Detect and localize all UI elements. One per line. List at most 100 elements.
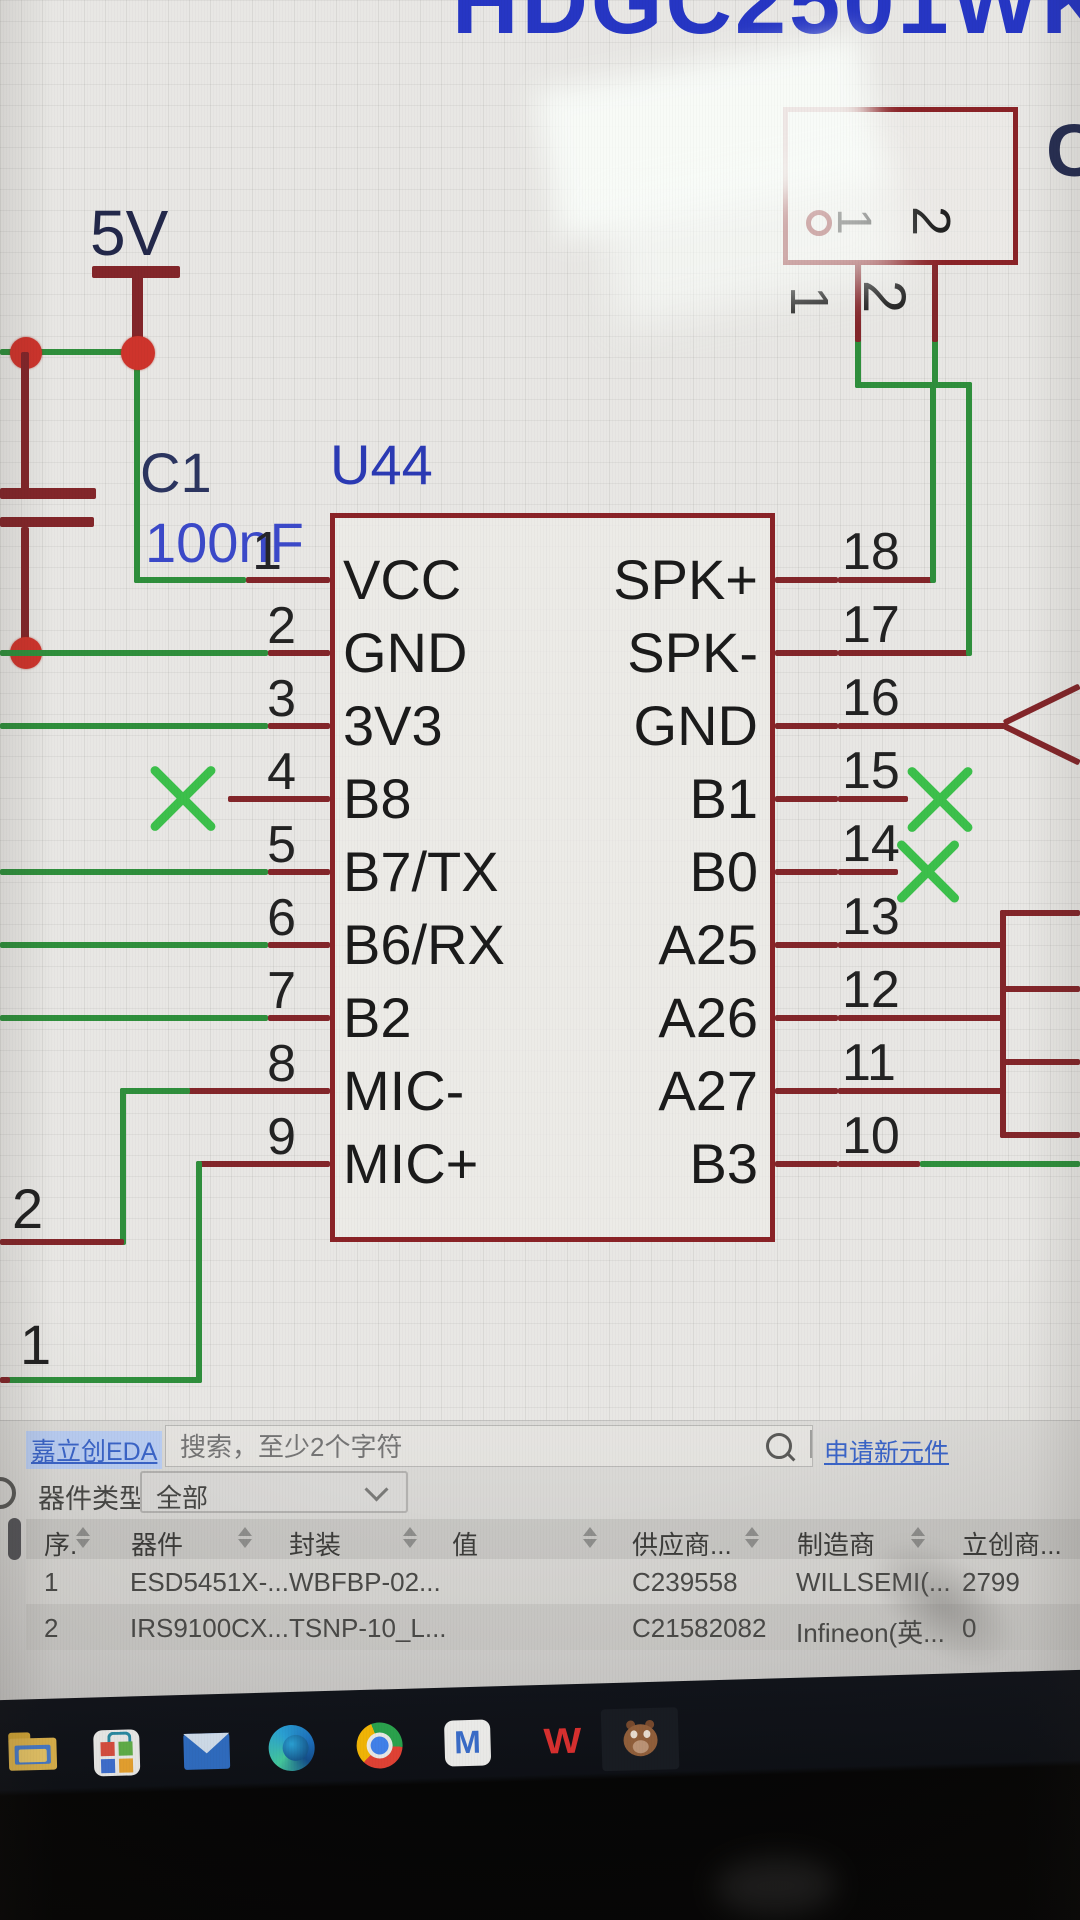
pin-name: SPK- (627, 621, 758, 684)
power-stem (132, 276, 143, 358)
pin-number: 2 (267, 597, 296, 655)
wire-segment (838, 723, 1008, 729)
pin-stub (196, 1161, 330, 1167)
wire-segment (0, 1015, 268, 1021)
wire-segment (0, 349, 140, 355)
pin-name: B2 (343, 986, 412, 1049)
store-icon[interactable] (93, 1729, 141, 1777)
scrollbar-thumb[interactable] (8, 1518, 21, 1560)
pin-number: 9 (267, 1108, 296, 1166)
pin-number: 1 (252, 521, 283, 581)
pin-stub (228, 796, 330, 802)
pin-name: MIC+ (343, 1132, 479, 1195)
column-header[interactable]: 制造商 (797, 1530, 876, 1560)
wps-icon[interactable]: W (536, 1717, 589, 1764)
wire-segment (932, 263, 938, 342)
header-connector-body[interactable] (783, 107, 1018, 265)
wire-segment (0, 1239, 124, 1245)
sort-icon[interactable] (76, 1527, 90, 1551)
pin-number: 1 (779, 285, 840, 317)
table-row[interactable]: 2 IRS9100CX... TSNP-10_L... C21582082 In… (26, 1604, 1080, 1650)
wire-segment (838, 650, 970, 656)
wire-segment (838, 1015, 1004, 1021)
wire-segment (0, 869, 268, 875)
pin-stub (775, 1161, 838, 1167)
capacitor-value: 100nF (145, 511, 304, 574)
chrome-browser-icon[interactable] (355, 1721, 404, 1770)
request-new-part-link[interactable]: 申请新元件 (824, 1439, 950, 1467)
cell-footprint: TSNP-10_L... (289, 1613, 447, 1643)
pin-number: 1 (20, 1313, 52, 1376)
windows-taskbar: M W (0, 1669, 1080, 1920)
bear-app-icon[interactable] (600, 1707, 680, 1772)
dropdown-value: 全部 (156, 1483, 209, 1513)
pin-number: 4 (267, 743, 296, 801)
pin-stub (775, 1088, 838, 1094)
chevron-down-icon (364, 1477, 389, 1502)
no-connect-x (139, 755, 227, 843)
pin-name: A26 (658, 986, 758, 1049)
sort-icon[interactable] (745, 1527, 759, 1551)
part-search-box[interactable] (165, 1425, 813, 1468)
wire-segment (0, 650, 268, 656)
pin-stub (268, 650, 330, 656)
wire-segment (196, 1161, 202, 1383)
pin-stub (775, 942, 838, 948)
column-header[interactable]: 序. (44, 1530, 78, 1560)
pin-stub (775, 796, 838, 802)
pin-name: B8 (343, 767, 412, 830)
wire-segment (966, 382, 972, 656)
pin-number: 8 (267, 1035, 296, 1093)
pin-number: 10 (842, 1107, 900, 1165)
pin-number: 6 (267, 889, 296, 947)
pin-name: SPK+ (613, 548, 758, 611)
net-arrow (1002, 723, 1080, 766)
edge-browser-icon[interactable] (268, 1724, 316, 1772)
m-letter: M (453, 1723, 482, 1761)
pin-number: 7 (267, 962, 296, 1020)
cell-index: 2 (44, 1613, 59, 1643)
wire-segment (134, 577, 246, 583)
capacitor-ref: C1 (140, 441, 212, 504)
cell-supplier: C21582082 (632, 1613, 767, 1643)
mail-icon[interactable] (183, 1732, 231, 1770)
column-header[interactable]: 立创商... (962, 1530, 1062, 1560)
capacitor-lead (21, 527, 29, 653)
pin-number: 5 (267, 816, 296, 874)
cell-supplier: C239558 (632, 1567, 738, 1597)
search-input[interactable] (178, 1426, 742, 1468)
cell-stock: 0 (962, 1613, 977, 1643)
pin-name: MIC- (343, 1059, 465, 1122)
sort-icon[interactable] (583, 1527, 597, 1551)
table-header-row: 序. 器件 封装 值 供应商... 制造商 立创商... (26, 1519, 1080, 1560)
pin-stub (775, 869, 838, 875)
cell-stock: 2799 (962, 1567, 1020, 1597)
sort-icon[interactable] (238, 1527, 252, 1551)
file-explorer-icon[interactable] (8, 1732, 58, 1773)
pin-stub (268, 869, 330, 875)
sort-icon[interactable] (403, 1527, 417, 1551)
pin-name: A25 (658, 913, 758, 976)
wire-segment (1000, 1059, 1080, 1065)
capacitor-lead (21, 352, 29, 490)
brand-link[interactable]: 嘉立创EDA (26, 1431, 163, 1469)
m-app-icon[interactable]: M (443, 1719, 492, 1767)
wire-segment (0, 723, 268, 729)
ic-symbol-body[interactable] (330, 513, 775, 1242)
pin-number: 2 (851, 279, 919, 314)
pin-stub (775, 650, 838, 656)
pin-number: 2 (12, 1177, 44, 1240)
column-header[interactable]: 供应商... (632, 1530, 732, 1560)
column-header[interactable]: 封装 (289, 1530, 342, 1560)
part-type-dropdown[interactable]: 全部 (140, 1471, 408, 1513)
sort-icon[interactable] (911, 1527, 925, 1551)
table-row[interactable]: 1 ESD5451X-... WBFBP-02... C239558 WILLS… (26, 1559, 1080, 1604)
pin-number: 17 (842, 596, 900, 654)
search-icon[interactable] (766, 1433, 792, 1459)
pin-number: 18 (842, 523, 900, 581)
column-header[interactable]: 器件 (131, 1530, 184, 1560)
column-header[interactable]: 值 (452, 1530, 479, 1560)
pin-name: B3 (689, 1132, 759, 1195)
wire-segment (120, 1088, 190, 1094)
